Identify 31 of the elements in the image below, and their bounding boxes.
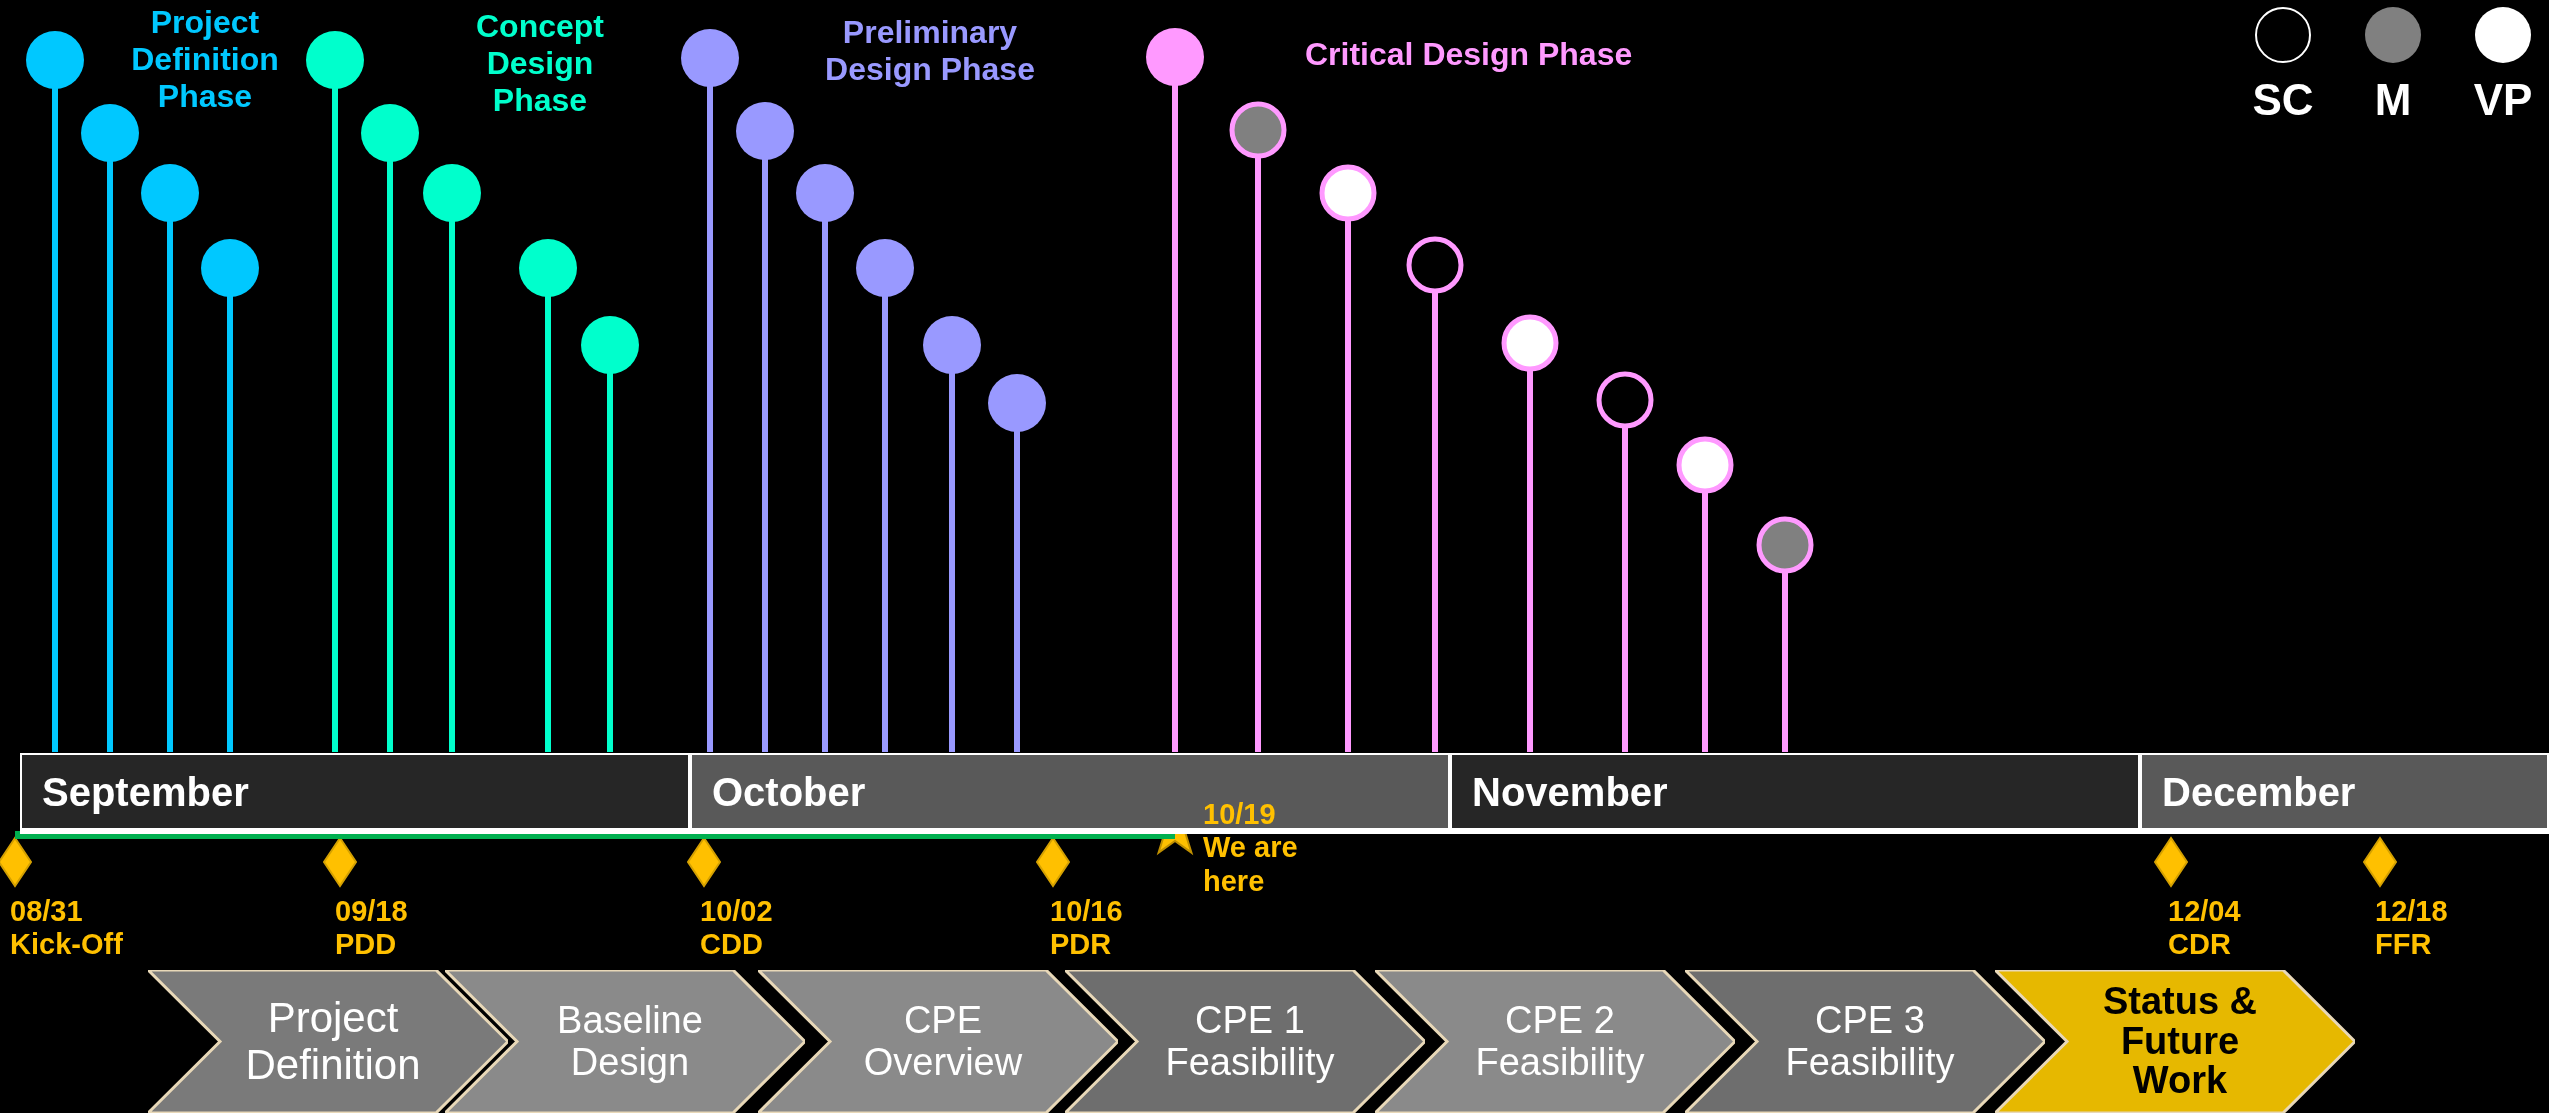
- milestone-label: 08/31 Kick-Off: [10, 895, 124, 962]
- phase-title: Project Definition Phase: [130, 4, 280, 115]
- chevron-step: [758, 970, 1118, 1113]
- step-label: Status & Future Work: [2101, 981, 2259, 1102]
- step-label: Baseline Design: [556, 999, 704, 1084]
- month-bar: November: [1450, 753, 2140, 834]
- phase-title: Preliminary Design Phase: [824, 14, 1036, 88]
- step-label: CPE Overview: [862, 999, 1024, 1084]
- chevron-step: [1995, 970, 2355, 1113]
- step-label: CPE 2 Feasibility: [1474, 999, 1646, 1084]
- chevron-step: [445, 970, 805, 1113]
- chevron-step: [1375, 970, 1735, 1113]
- step-label: CPE 3 Feasibility: [1784, 999, 1956, 1084]
- milestone-label: 10/16 PDR: [1050, 895, 1124, 962]
- step-label: Project Definition: [244, 995, 422, 1088]
- legend-label: VP: [2473, 78, 2533, 122]
- phase-title: Critical Design Phase: [1305, 36, 1634, 73]
- phase-title: Concept Design Phase: [475, 8, 605, 119]
- milestone-label: 09/18 PDD: [335, 895, 409, 962]
- month-bar: September: [20, 753, 690, 834]
- milestone-label: 10/02 CDD: [700, 895, 774, 962]
- milestone-label: 12/18 FFR: [2375, 895, 2449, 962]
- month-bar: December: [2140, 753, 2549, 834]
- legend-label: M: [2374, 78, 2412, 122]
- chevron-step: [148, 970, 508, 1113]
- current-date-label: 10/19 We are here: [1203, 798, 1299, 899]
- legend-label: SC: [2252, 78, 2314, 122]
- step-label: CPE 1 Feasibility: [1164, 999, 1336, 1084]
- chevron-step: [1685, 970, 2045, 1113]
- chevron-step: [1065, 970, 1425, 1113]
- milestone-label: 12/04 CDR: [2168, 895, 2242, 962]
